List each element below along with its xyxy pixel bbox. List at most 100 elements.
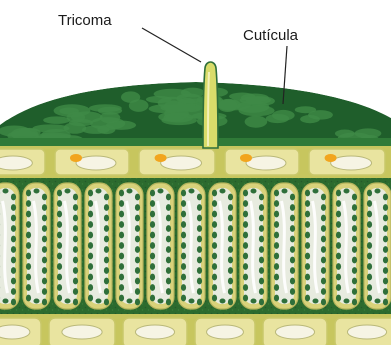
chloroplast: [73, 246, 78, 253]
chloroplast: [166, 194, 171, 201]
chloroplast: [150, 221, 155, 228]
vacuole: [0, 325, 30, 339]
trichome-label: Tricoma: [58, 12, 112, 29]
chloroplast: [88, 274, 93, 281]
trichome: [203, 62, 218, 148]
chloroplast: [197, 194, 202, 201]
chloroplast: [321, 267, 326, 274]
chloroplast: [181, 284, 186, 291]
chloroplast: [344, 299, 350, 304]
chloroplast: [119, 211, 124, 218]
cuticle-label: Cutícula: [243, 27, 299, 44]
chloroplast: [104, 194, 109, 201]
chloroplast: [344, 189, 350, 194]
chloroplast: [228, 257, 233, 264]
chloroplast: [383, 246, 388, 253]
cuticle-bump: [300, 115, 320, 123]
chloroplast: [73, 288, 78, 295]
chloroplast: [305, 190, 310, 197]
chloroplast: [367, 274, 372, 281]
vacuole: [0, 156, 32, 170]
chloroplast: [42, 278, 47, 285]
palisade-cell: [271, 183, 298, 309]
chloroplast: [383, 288, 388, 295]
chloroplast: [57, 253, 62, 260]
chloroplast: [119, 274, 124, 281]
chloroplast: [367, 232, 372, 239]
chloroplast: [57, 274, 62, 281]
chloroplast: [26, 211, 31, 218]
chloroplast: [166, 225, 171, 232]
chloroplast: [42, 288, 47, 295]
chloroplast: [158, 299, 164, 304]
chloroplast: [274, 274, 279, 281]
chloroplast: [11, 236, 16, 243]
chloroplast: [11, 267, 16, 274]
chloroplast: [243, 242, 248, 249]
chloroplast: [290, 288, 295, 295]
chloroplast: [290, 236, 295, 243]
chloroplast: [383, 215, 388, 222]
chloroplast: [383, 225, 388, 232]
chloroplast: [220, 299, 226, 304]
palisade-cell: [302, 183, 329, 309]
chloroplast: [313, 189, 319, 194]
chloroplast: [96, 299, 102, 304]
chloroplast: [243, 221, 248, 228]
cuticle-bump: [272, 110, 295, 121]
chloroplast: [11, 204, 16, 211]
chloroplast: [104, 288, 109, 295]
chloroplast: [119, 263, 124, 270]
chloroplast: [352, 236, 357, 243]
palisade-cell: [333, 183, 360, 309]
chloroplast: [336, 295, 341, 302]
trichome-pointer: [142, 28, 201, 62]
chloroplast: [150, 295, 155, 302]
chloroplast: [42, 204, 47, 211]
chloroplast: [181, 242, 186, 249]
vacuole: [161, 156, 202, 170]
chloroplast: [259, 194, 264, 201]
chloroplast: [166, 278, 171, 285]
chloroplast: [3, 189, 9, 194]
chloroplast: [150, 242, 155, 249]
chloroplast: [135, 194, 140, 201]
chloroplast: [274, 211, 279, 218]
cuticle-bump: [146, 96, 172, 103]
chloroplast: [321, 299, 326, 306]
chloroplast: [197, 299, 202, 306]
chloroplast: [158, 189, 164, 194]
chloroplast: [26, 200, 31, 207]
chloroplast: [104, 236, 109, 243]
chloroplast: [104, 267, 109, 274]
chloroplast: [166, 267, 171, 274]
palisade-cell: [85, 183, 112, 309]
cuticle-bump: [43, 116, 70, 124]
chloroplast: [65, 299, 71, 304]
chloroplast: [352, 204, 357, 211]
chloroplast: [104, 204, 109, 211]
cuticle-bump: [160, 104, 196, 112]
chloroplast: [57, 232, 62, 239]
chloroplast: [73, 257, 78, 264]
nucleus: [325, 154, 337, 162]
chloroplast: [42, 246, 47, 253]
chloroplast: [135, 246, 140, 253]
chloroplast: [352, 267, 357, 274]
chloroplast: [189, 189, 195, 194]
chloroplast: [243, 211, 248, 218]
chloroplast: [243, 253, 248, 260]
nucleus: [155, 154, 167, 162]
chloroplast: [383, 204, 388, 211]
chloroplast: [228, 246, 233, 253]
chloroplast: [305, 232, 310, 239]
chloroplast: [42, 257, 47, 264]
chloroplast: [290, 257, 295, 264]
chloroplast: [274, 253, 279, 260]
chloroplast: [197, 257, 202, 264]
chloroplast: [228, 236, 233, 243]
chloroplast: [88, 200, 93, 207]
vacuole: [62, 325, 102, 339]
chloroplast: [88, 211, 93, 218]
